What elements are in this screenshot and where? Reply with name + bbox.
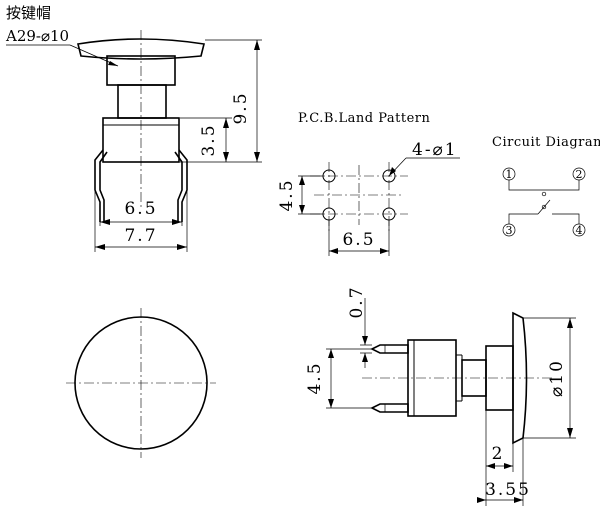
dim-total-height: 9.5 <box>231 91 251 124</box>
front-view: 9.5 3.5 6.5 7.7 <box>77 30 262 252</box>
circuit-diagram: Circuit Diagram 1 2 3 4 <box>492 135 600 237</box>
dim-body-height: 3.5 <box>199 123 219 156</box>
pin-label: 3 <box>506 224 513 237</box>
part-name-cn: 按键帽 <box>6 4 51 22</box>
dim-pin-spacing: 4.5 <box>305 361 325 394</box>
dim-cap-total: 3.55 <box>485 480 531 500</box>
dim-pin-offset: 0.7 <box>347 285 367 318</box>
side-pin-upper <box>370 344 409 354</box>
pcb-land-pattern: P.C.B.Land Pattern 4-⌀1 4.5 6.5 <box>277 111 460 256</box>
circuit-title: Circuit Diagram <box>492 135 600 150</box>
pin-label: 1 <box>506 168 513 181</box>
dim-cap-diameter: ⌀10 <box>547 359 567 397</box>
pcb-dim-horizontal: 6.5 <box>342 230 375 250</box>
part-model: A29-⌀10 <box>5 27 69 45</box>
dim-pin-outer: 7.7 <box>124 226 157 246</box>
cap-outline <box>77 38 205 60</box>
pcb-title: P.C.B.Land Pattern <box>298 111 431 126</box>
pcb-dim-vertical: 4.5 <box>277 178 297 211</box>
top-view <box>66 308 216 458</box>
model-leader <box>6 44 119 67</box>
stem <box>117 84 167 119</box>
side-pin-lower <box>370 403 409 413</box>
pin-label: 4 <box>576 224 583 237</box>
side-view: 0.7 4.5 ⌀10 2 3.55 <box>305 285 576 506</box>
pin-label: 2 <box>576 168 583 181</box>
dim-pin-inner: 6.5 <box>124 199 157 219</box>
hole-label: 4-⌀1 <box>412 140 458 160</box>
dim-cap-thickness: 2 <box>492 444 505 464</box>
